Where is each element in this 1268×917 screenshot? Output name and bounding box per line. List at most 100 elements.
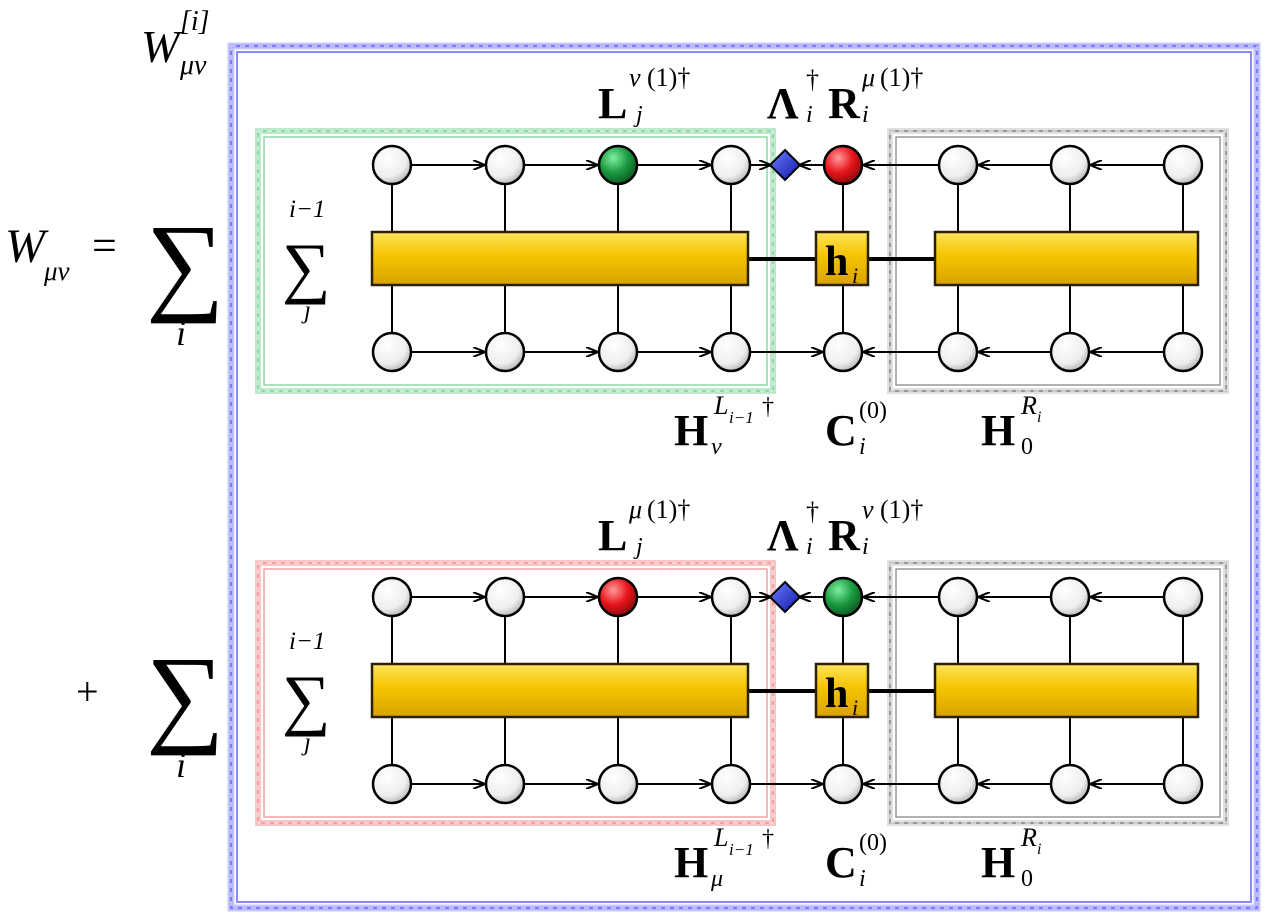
group-label: W [i] μν [141,6,210,81]
lhs-sub: μν [43,256,70,286]
R-label-sup-index: μ [861,63,875,92]
inner-sum-lower: j [301,729,311,756]
R-label-sub: i [862,534,869,560]
H-right-label-sup-sub: i [1037,841,1041,858]
group-label-symbol: W [141,21,183,72]
outer-sum-symbol: ∑ [146,202,224,324]
lambda-diamond [768,580,802,614]
C-label-sup: (0) [859,830,887,856]
L-label-sup-index: μ [628,495,642,524]
left-environment-bar [370,662,750,719]
group-label-sub: μν [179,50,207,81]
C-label-sub: i [859,866,866,892]
inner-sum-symbol: ∑ [282,661,330,737]
top-node [710,144,752,186]
lambda-label-sub: i [806,102,813,128]
bottom-node [597,763,639,805]
bottom-node [937,331,979,373]
top-node [484,144,526,186]
R-label-sup-index: ν [862,495,874,524]
L-label-sup-tail: (1)† [647,495,690,524]
inner-sum-symbol: ∑ [282,229,330,305]
h-operator-box [814,662,870,719]
h-operator-sub: i [852,695,858,720]
R-label-sup-tail: (1)† [880,63,923,92]
bottom-node [597,331,639,373]
R-label-sup-tail: (1)† [880,495,923,524]
top-node [597,144,639,186]
inner-sum-upper: i−1 [289,628,325,655]
H-right-label-sub: 0 [1021,434,1033,460]
outer-sum-index: i [176,313,186,353]
bottom-node [710,331,752,373]
top-node [371,144,413,186]
top-node [1162,144,1204,186]
H-left-label-dagger: † [762,826,774,852]
lambda-label-sup: † [806,65,819,94]
lambda-label-sub: i [806,534,813,560]
L-label-sup-index: ν [629,63,641,92]
H-right-label-base: H [981,406,1015,455]
L-label-base: L [598,79,627,128]
lhs-symbol: W [5,220,49,273]
bottom-node [1049,331,1091,373]
bottom-node [822,763,864,805]
outer-frame [227,42,1261,912]
L-label-sup-tail: (1)† [647,63,690,92]
bottom-node [1049,763,1091,805]
inner-sum-upper: i−1 [289,196,325,223]
bottom-node [484,331,526,373]
top-node [937,576,979,618]
bottom-node [371,763,413,805]
top-node [1162,576,1204,618]
lambda-label-base: Λ [767,511,799,560]
H-right-label-sup-sub: i [1037,409,1041,426]
L-label-sub: j [633,534,643,560]
H-right-label-base: H [981,838,1015,887]
outer-sum-index: i [176,745,186,785]
L-label-base: L [598,511,627,560]
R-label-base: R [828,79,861,128]
bottom-node [484,763,526,805]
H-left-label-sup: L [713,391,728,420]
H-left-label-base: H [674,838,708,887]
h-operator-label: h [825,671,848,717]
h-operator-label: h [825,239,848,285]
H-right-label-sub: 0 [1021,866,1033,892]
outer-sum-symbol: ∑ [146,634,224,756]
top-node [1049,144,1091,186]
bottom-node [371,331,413,373]
lhs: W μν = [5,220,117,286]
top-node [597,576,639,618]
H-left-label-sup-sub: i−1 [729,408,754,427]
left-environment-bar [370,230,750,287]
right-environment-bar [933,230,1200,287]
H-left-label-base: H [674,406,708,455]
top-node [371,576,413,618]
right-environment-bar [933,662,1200,719]
C-label-sub: i [859,434,866,460]
H-right-label-sup: R [1020,823,1037,852]
top-node [710,576,752,618]
H-right-label-sup: R [1020,391,1037,420]
H-left-label-sub: ν [711,434,722,460]
R-label-sub: i [862,102,869,128]
top-node [1049,576,1091,618]
inner-sum-lower: j [301,297,311,324]
R-label-base: R [828,511,861,560]
lambda-label-base: Λ [767,79,799,128]
bottom-node [937,763,979,805]
bottom-node [710,763,752,805]
h-operator-sub: i [852,263,858,288]
top-node [822,576,864,618]
h-operator-box [814,230,870,287]
equals-sign: = [92,221,117,270]
bottom-node [1162,763,1204,805]
top-node [937,144,979,186]
H-left-label-sub: μ [710,866,723,892]
lambda-diamond [768,148,802,182]
group-label-sup: [i] [180,6,210,37]
C-label-sup: (0) [859,398,887,424]
